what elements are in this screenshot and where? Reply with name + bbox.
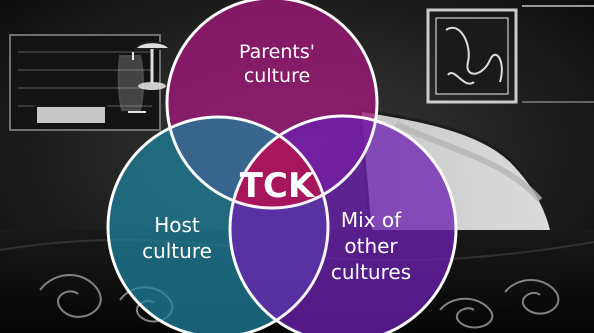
host-culture-label-line1: Host [154, 213, 200, 237]
mix-of-other-cultures-label-line1: Mix of [341, 208, 402, 232]
tck-center-label: TCK [240, 166, 316, 206]
parents-culture-label-line1: Parents' [239, 41, 315, 63]
mix-of-other-cultures-label-line2: other [344, 234, 398, 258]
venn-labels: Parents' culture Host culture Mix of oth… [142, 41, 411, 284]
mix-of-other-cultures-label-line3: cultures [331, 260, 411, 284]
parents-culture-label-line2: culture [244, 65, 310, 87]
host-culture-label-line2: culture [142, 239, 212, 263]
intersection-outline [106, 0, 458, 333]
